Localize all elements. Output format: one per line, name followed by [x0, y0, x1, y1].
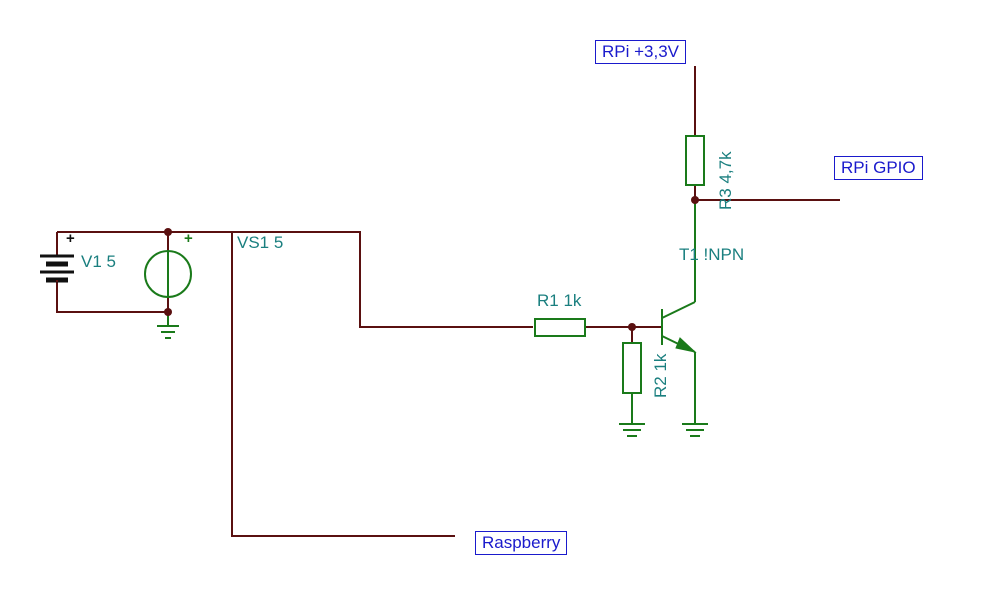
- r2-label: R2 1k: [651, 353, 670, 398]
- wires: [56, 66, 840, 537]
- r1-label: R1 1k: [537, 291, 582, 310]
- junction-collector: [691, 196, 699, 204]
- v1-label: V1 5: [81, 252, 116, 271]
- vs1-plus: +: [184, 230, 193, 247]
- transistor-t1: [661, 200, 708, 437]
- battery-v1: [40, 247, 74, 283]
- resistor-r3: [685, 135, 705, 186]
- net-label-raspberry: Raspberry: [475, 531, 568, 555]
- junction-vs1-bottom: [164, 308, 172, 316]
- r3-label: R3 4,7k: [716, 151, 735, 210]
- net-label-gpio: RPi GPIO: [834, 156, 923, 180]
- junction-base: [628, 323, 636, 331]
- junction-vs1-top: [164, 228, 172, 236]
- vs1-label: VS1 5: [237, 233, 283, 252]
- junctions: [164, 196, 699, 331]
- wire-v1-bottom: [56, 281, 168, 313]
- source-vs1: [144, 250, 192, 298]
- resistor-r1: [534, 318, 586, 337]
- v1-plus: +: [66, 230, 75, 247]
- net-label-supply: RPi +3,3V: [595, 40, 687, 64]
- t1-label: T1 !NPN: [679, 245, 744, 264]
- wire-v1-top: [57, 231, 533, 328]
- resistor-r2: [619, 342, 645, 437]
- wire-raspberry: [231, 232, 455, 537]
